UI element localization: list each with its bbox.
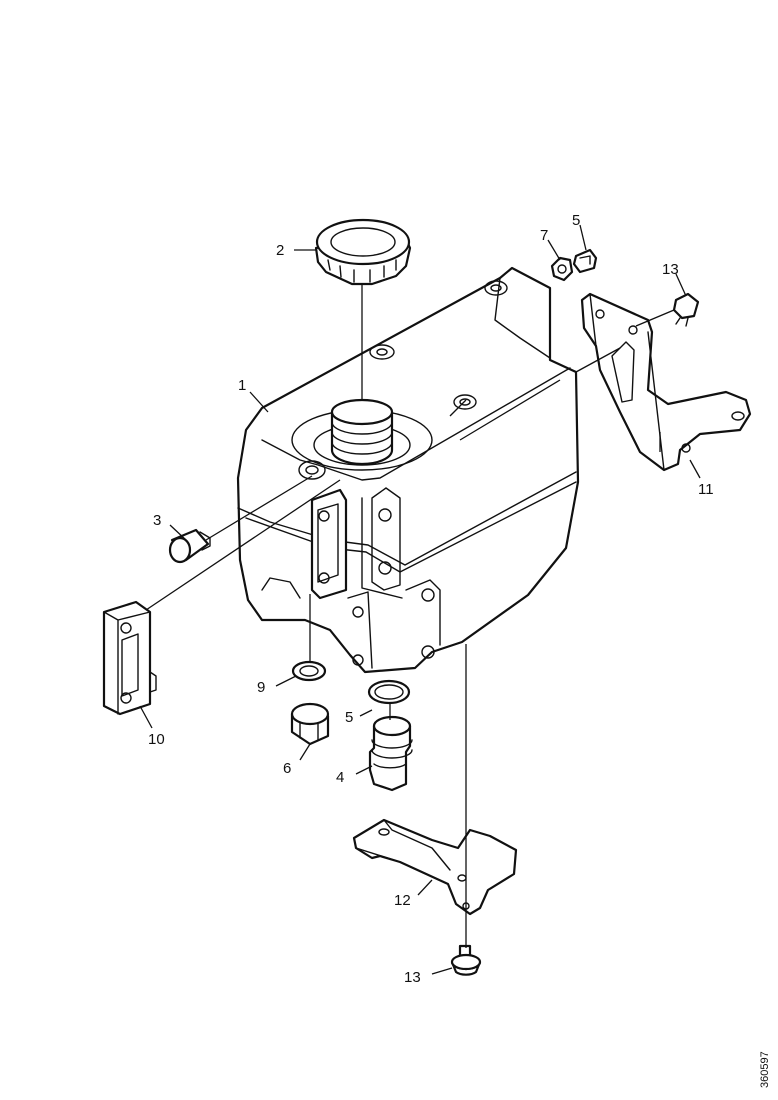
- callout-seal-lower: 5: [345, 709, 353, 726]
- callout-level-gauge: 10: [148, 731, 165, 748]
- callout-bracket-right: 11: [698, 481, 714, 498]
- callout-bracket-lower: 12: [394, 892, 411, 909]
- level-sensor: [168, 528, 211, 564]
- callout-labels: 1 2 3 4 5 5 6 7 9 10 11 12 13 13: [148, 212, 714, 986]
- leader-lines: [139, 224, 701, 975]
- callout-nut: 7: [540, 227, 548, 244]
- bracket-lower: [352, 818, 518, 916]
- bracket-right: [580, 292, 752, 472]
- callout-tank: 1: [238, 377, 246, 394]
- seal-small: [572, 248, 598, 274]
- callout-sensor: 3: [153, 512, 161, 529]
- callout-washer: 9: [257, 679, 265, 696]
- hex-nut: [550, 256, 574, 282]
- flange-bolt-bottom: [450, 944, 482, 976]
- callout-cap: 2: [276, 242, 284, 259]
- drawing-reference-number: 360597: [759, 1051, 771, 1088]
- sealing-washer: [291, 660, 327, 682]
- callout-bolt-bottom: 13: [404, 969, 421, 986]
- outlet-fitting: [368, 715, 413, 792]
- drain-plug: [290, 702, 330, 746]
- o-ring: [367, 679, 411, 705]
- filler-cap: [314, 218, 412, 286]
- callout-outlet-fitting: 4: [336, 769, 344, 786]
- flange-bolt-top: [672, 292, 700, 327]
- callout-bolt-top: 13: [662, 261, 679, 278]
- level-gauge: [102, 600, 157, 716]
- callout-seal-top: 5: [572, 212, 580, 229]
- callout-plug: 6: [283, 760, 291, 777]
- expansion-tank: [236, 266, 580, 674]
